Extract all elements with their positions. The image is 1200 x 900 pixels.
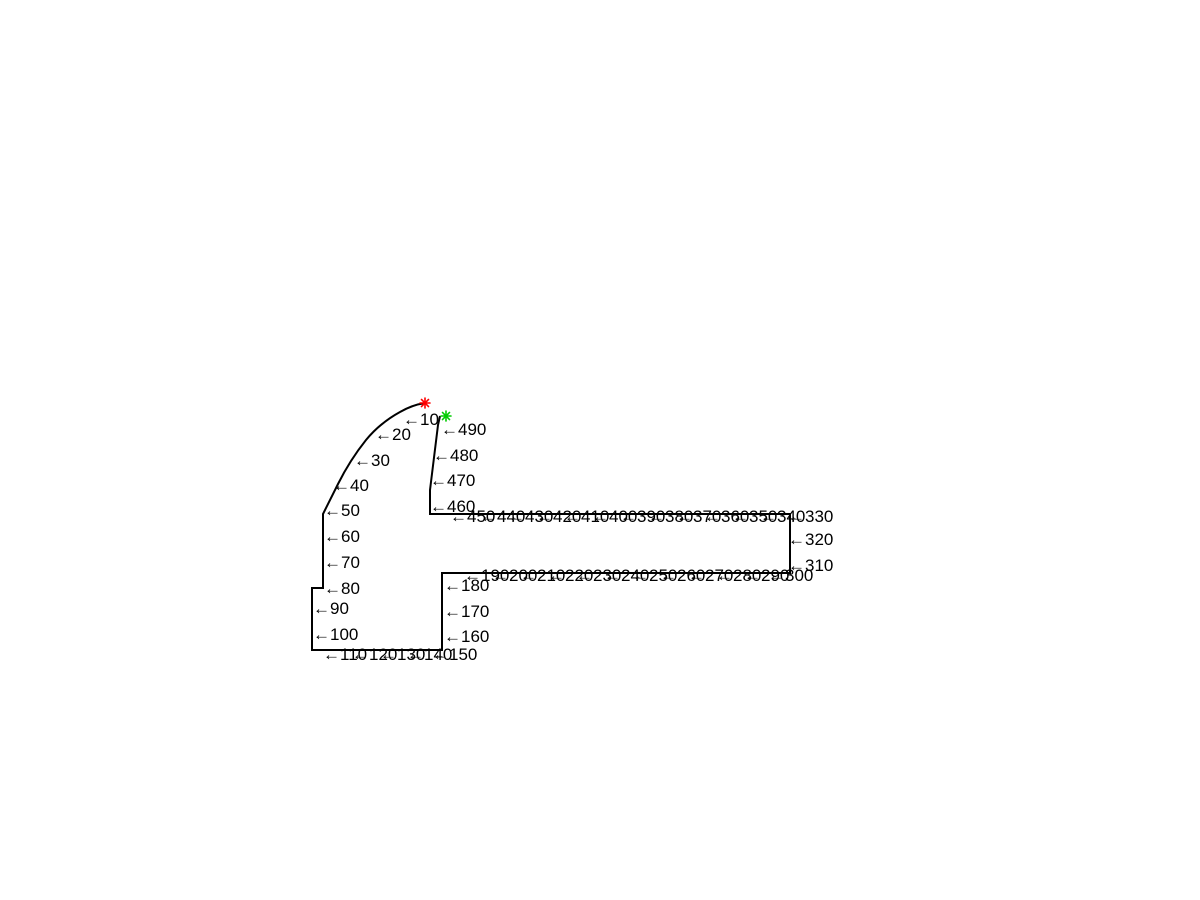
index-label: ←240 <box>604 566 649 585</box>
index-label: ←20 <box>375 425 411 444</box>
contour-outline <box>311 402 791 651</box>
index-label: ←130 <box>380 645 425 664</box>
index-label: ←460 <box>430 497 475 516</box>
index-label: ←480 <box>433 446 478 465</box>
index-label: ←370 <box>676 507 721 526</box>
index-label: ←260 <box>660 566 705 585</box>
index-label: ←180 <box>444 576 489 595</box>
index-label: ←320 <box>788 530 833 549</box>
end-asterisk-icon <box>440 410 452 422</box>
index-label: ←110 <box>323 645 367 664</box>
index-label: ←140 <box>407 645 452 664</box>
index-label: ←50 <box>324 501 360 520</box>
index-label: ←250 <box>632 566 677 585</box>
index-label: ←390 <box>620 507 665 526</box>
index-label: ←420 <box>536 507 581 526</box>
index-label: ←80 <box>324 579 360 598</box>
index-labels: ←10←20←30←40←50←60←70←80←90←100←110←120←… <box>313 410 833 664</box>
index-label: ←430 <box>508 507 553 526</box>
index-label: ←150 <box>432 645 477 664</box>
index-label: ←190 <box>464 566 509 585</box>
index-label: ←170 <box>444 602 489 621</box>
index-label: ←410 <box>564 507 609 526</box>
index-label: ←230 <box>576 566 621 585</box>
index-label: ←210 <box>520 566 565 585</box>
index-label: ←120 <box>352 645 397 664</box>
index-label: ←490 <box>441 420 486 439</box>
index-label: ←440 <box>480 507 525 526</box>
index-label: ←310 <box>788 556 833 575</box>
index-label: ←340 <box>760 507 805 526</box>
index-label: ←10 <box>403 410 439 429</box>
index-label: ←100 <box>313 625 358 644</box>
index-label: ←300 <box>768 566 813 585</box>
index-label: ←280 <box>716 566 761 585</box>
start-asterisk-icon <box>419 397 431 409</box>
index-label: ←40 <box>333 476 369 495</box>
index-label: ←400 <box>592 507 637 526</box>
index-label: ←60 <box>324 527 360 546</box>
index-label: ←160 <box>444 627 489 646</box>
index-label: ←90 <box>313 599 349 618</box>
index-label: ←270 <box>688 566 733 585</box>
index-label: ←290 <box>744 566 789 585</box>
index-label: ←380 <box>648 507 693 526</box>
index-label: ←330 <box>788 507 833 526</box>
endpoint-markers <box>419 397 452 422</box>
index-label: ←450 <box>450 507 495 526</box>
index-label: ←360 <box>704 507 749 526</box>
index-label: ←350 <box>732 507 777 526</box>
index-label: ←70 <box>324 553 360 572</box>
index-label: ←200 <box>492 566 537 585</box>
index-label: ←220 <box>548 566 593 585</box>
index-label: ←470 <box>430 471 475 490</box>
index-label: ←30 <box>354 451 390 470</box>
